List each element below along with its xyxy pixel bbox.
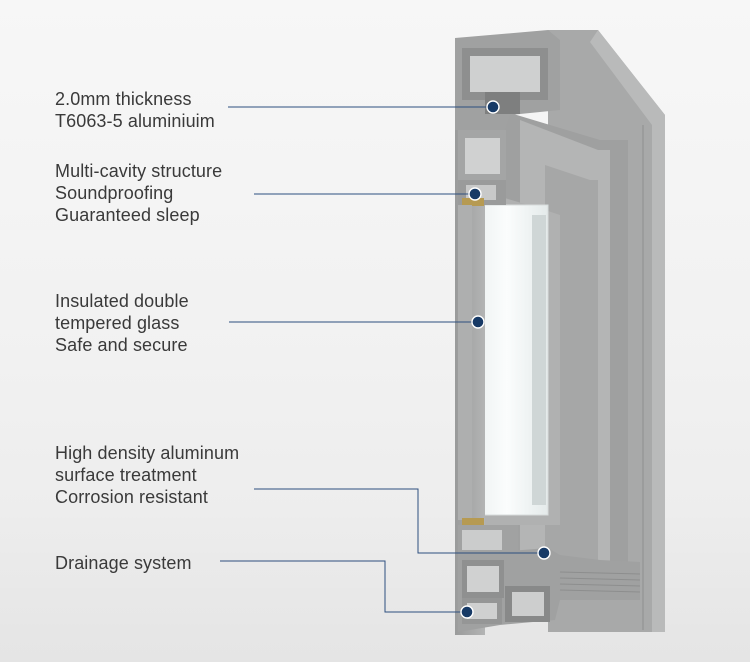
- callout-drainage: Drainage system: [55, 552, 192, 574]
- callout-surface: High density aluminum surface treatment …: [55, 442, 239, 508]
- callout-line: Soundproofing: [55, 183, 174, 203]
- callout-line: Drainage system: [55, 553, 192, 573]
- callout-line: Multi-cavity structure: [55, 161, 223, 181]
- callout-multi-cavity: Multi-cavity structure Soundproofing Gua…: [55, 160, 222, 226]
- callout-line: High density aluminum: [55, 443, 240, 463]
- callout-line: T6063-5 aluminiuim: [55, 111, 215, 131]
- callout-line: tempered glass: [55, 313, 180, 333]
- marker-dot: [537, 546, 551, 560]
- leader-line-5: [220, 560, 467, 613]
- callout-line: 2.0mm thickness: [55, 89, 192, 109]
- callout-line: surface treatment: [55, 465, 197, 485]
- frame-edge-highlight: [590, 30, 665, 632]
- marker-dot: [486, 100, 500, 114]
- callout-line: Guaranteed sleep: [55, 205, 200, 225]
- marker-dot: [468, 187, 482, 201]
- callout-glass: Insulated double tempered glass Safe and…: [55, 290, 189, 356]
- leader-lines: [220, 106, 544, 613]
- callout-line: Safe and secure: [55, 335, 188, 355]
- leader-line-4: [254, 488, 544, 554]
- marker-dot: [460, 605, 474, 619]
- marker-dot: [471, 315, 485, 329]
- callout-line: Corrosion resistant: [55, 487, 208, 507]
- callout-thickness: 2.0mm thickness T6063-5 aluminiuim: [55, 88, 215, 132]
- callout-line: Insulated double: [55, 291, 189, 311]
